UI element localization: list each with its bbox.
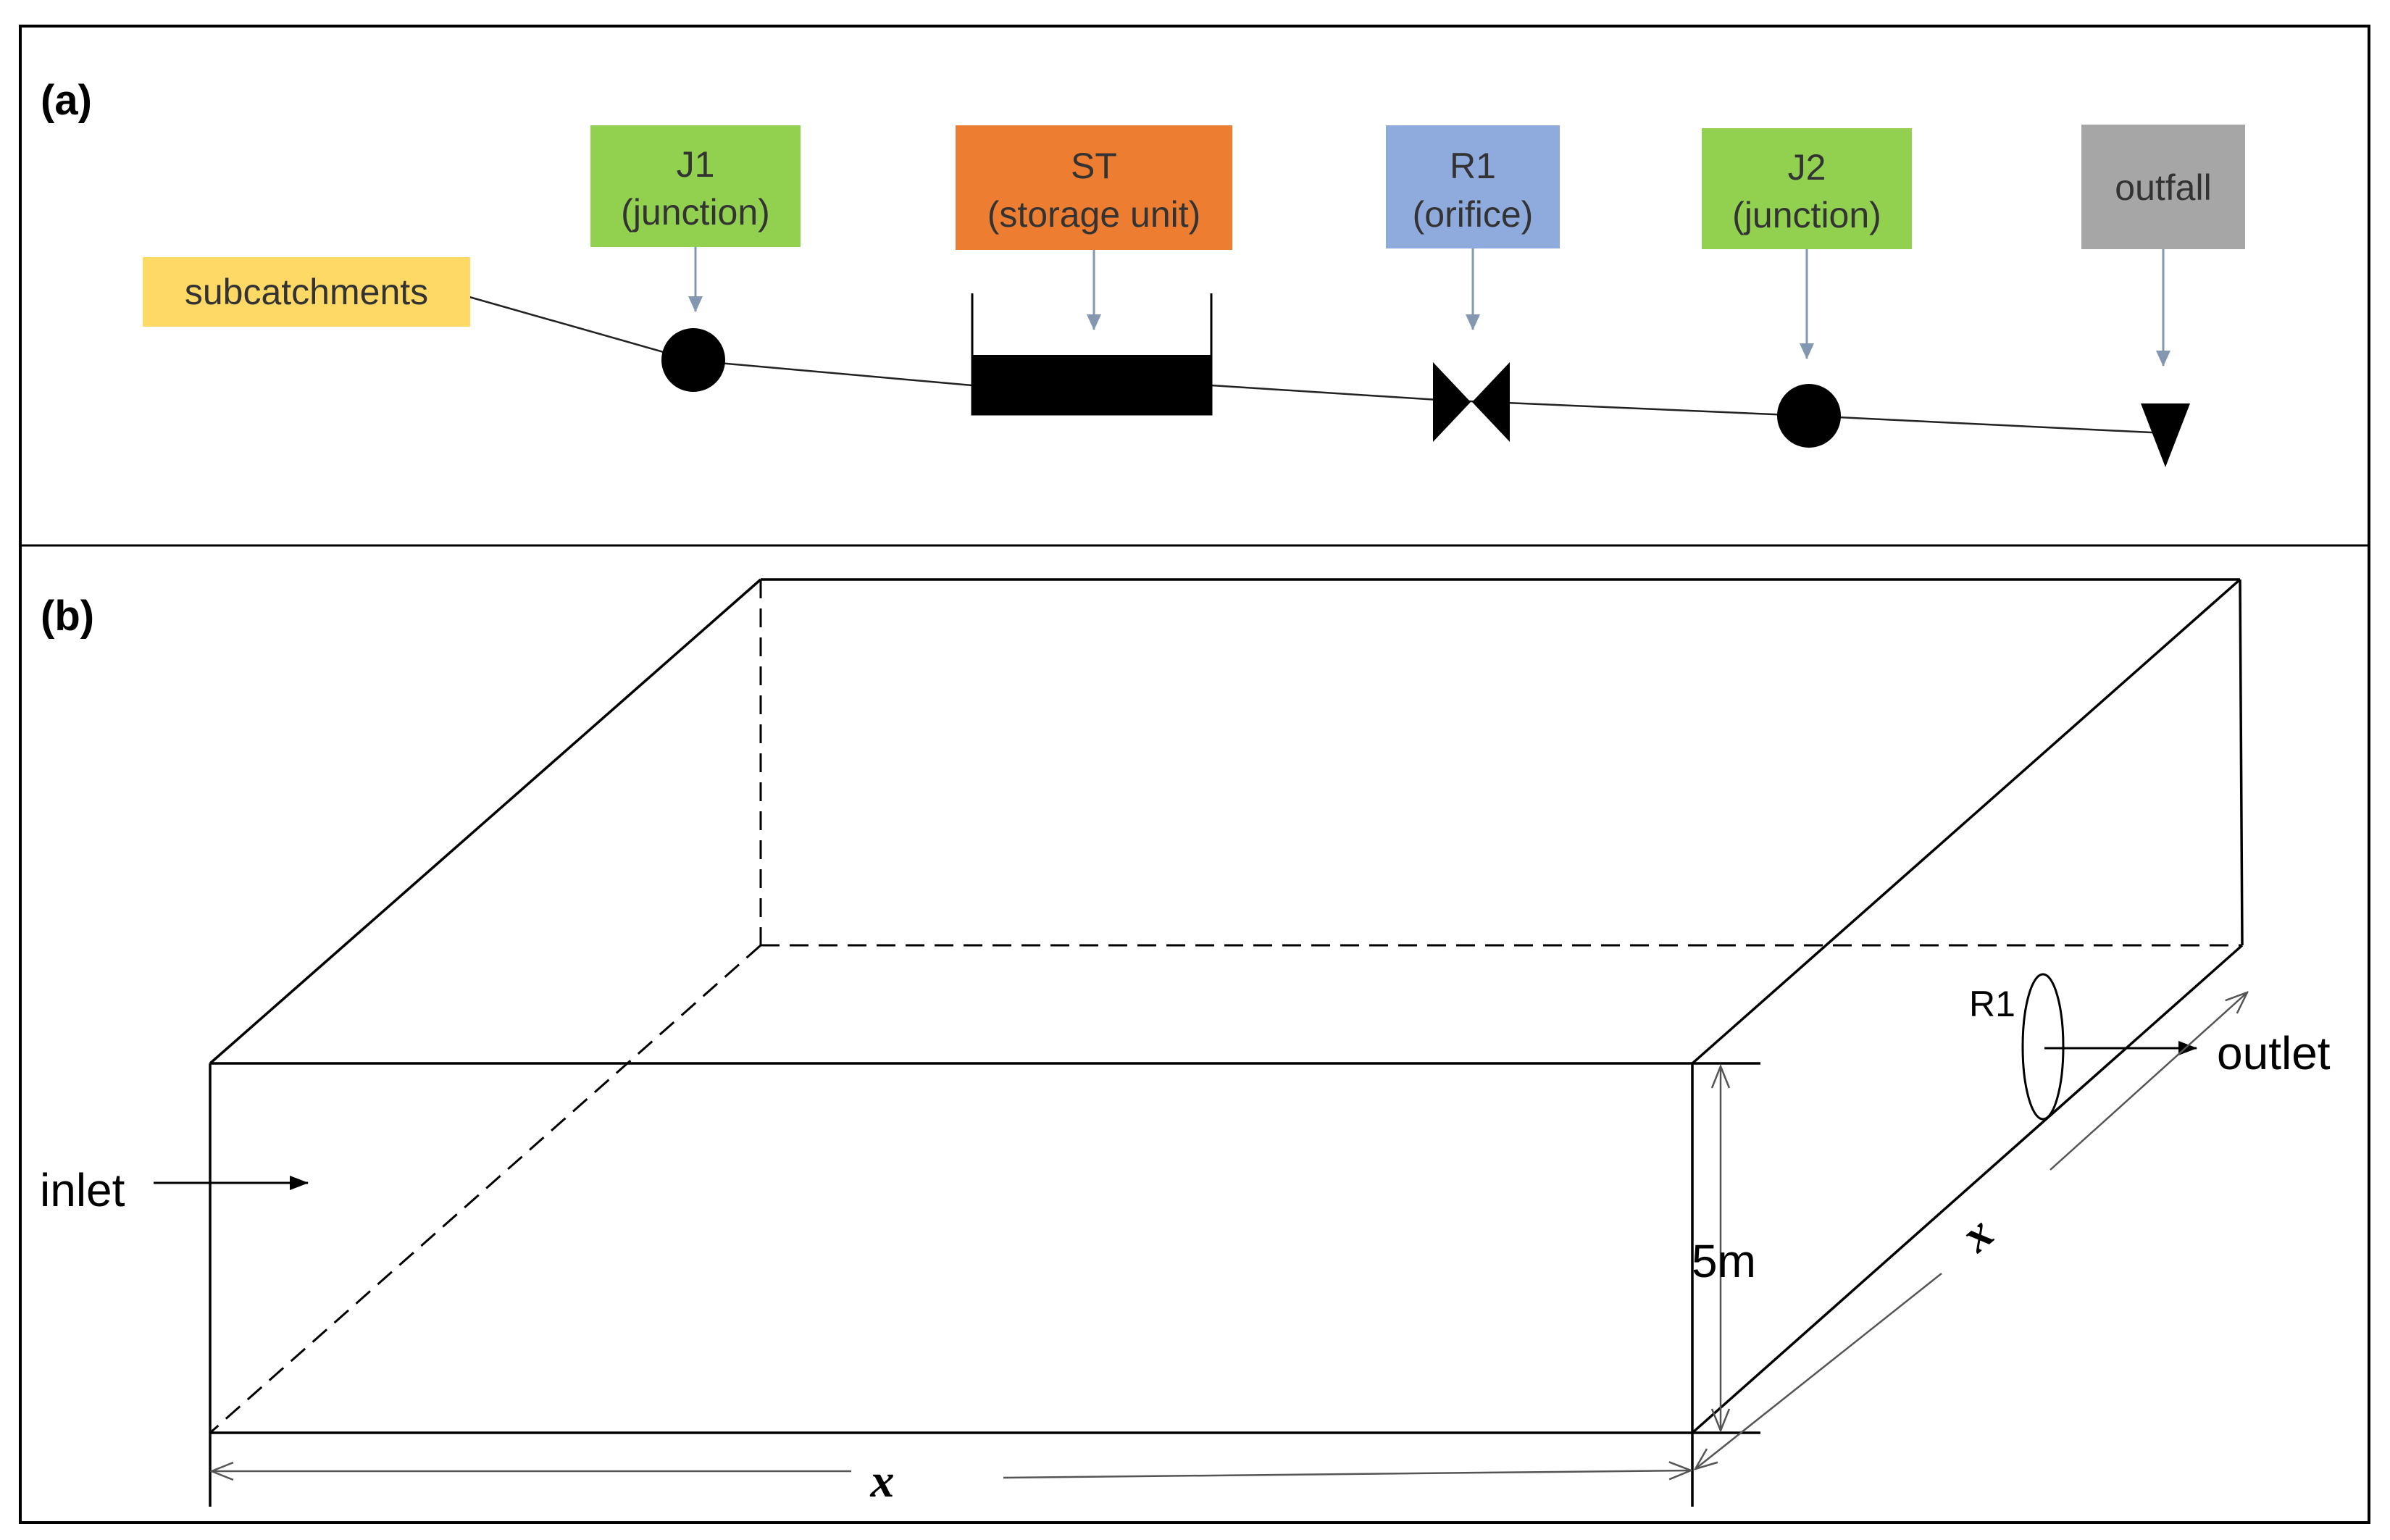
inlet-label: inlet xyxy=(40,1164,125,1216)
tank-hidden-edges xyxy=(209,579,2242,1434)
outfall-triangle-symbol xyxy=(2141,403,2190,467)
outfall-label: outfall xyxy=(2115,167,2211,208)
panel-a: (a) subcatchments J1 (junction) ST (stor… xyxy=(41,77,2245,467)
st-label: ST xyxy=(1071,146,1117,186)
j2-junction-symbol xyxy=(1777,384,1841,448)
length-dimension-right xyxy=(1003,1470,1691,1478)
r1-box xyxy=(1386,125,1560,248)
r1-sublabel: (orifice) xyxy=(1413,194,1534,235)
storage-unit-symbol xyxy=(971,293,1213,416)
orifice-bowtie-symbol xyxy=(1433,362,1510,442)
st-box xyxy=(956,125,1232,250)
width-dimension-lower xyxy=(1695,1273,1942,1469)
orifice-r1-label: R1 xyxy=(1969,984,2015,1024)
r1-label: R1 xyxy=(1450,146,1496,186)
j1-junction-symbol xyxy=(661,328,725,392)
subcatchments-label: subcatchments xyxy=(185,272,428,312)
st-sublabel: (storage unit) xyxy=(987,194,1201,235)
outfall-box xyxy=(2081,125,2245,249)
orifice-r1-ellipse xyxy=(2021,973,2065,1121)
width-label: x xyxy=(1950,1206,2003,1263)
length-label: x xyxy=(870,1455,895,1507)
panel-b: (b) inlet R1 xyxy=(40,578,2331,1507)
subcatchments-box xyxy=(143,257,470,327)
panel-b-label: (b) xyxy=(41,593,94,640)
j1-box xyxy=(590,125,801,247)
j1-label: J1 xyxy=(677,144,715,185)
outlet-label: outlet xyxy=(2217,1027,2331,1079)
j1-sublabel: (junction) xyxy=(621,192,770,233)
height-label: 5m xyxy=(1692,1235,1756,1287)
width-dimension-upper xyxy=(2050,992,2247,1171)
j2-label: J2 xyxy=(1788,147,1826,188)
tank-box xyxy=(209,578,2244,1507)
j2-box xyxy=(1702,128,1912,249)
panel-a-label: (a) xyxy=(41,77,92,124)
j2-sublabel: (junction) xyxy=(1732,195,1881,235)
outer-frame xyxy=(19,25,2370,1524)
